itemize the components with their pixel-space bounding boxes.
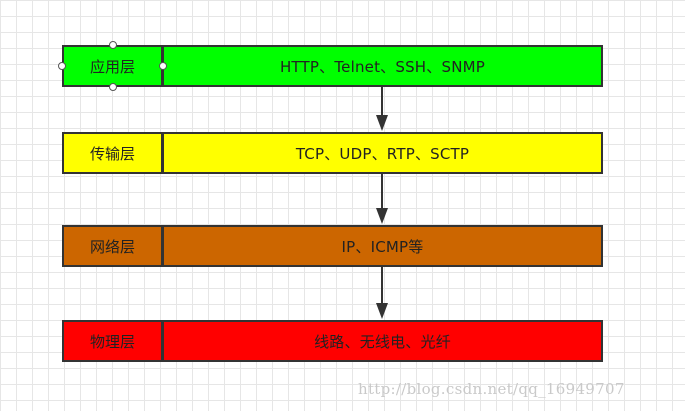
layer-protocols-network[interactable]: IP、ICMP等 xyxy=(162,225,603,267)
layer-name-transport[interactable]: 传输层 xyxy=(62,132,163,174)
watermark-text: http://blog.csdn.net/qq_16949707 xyxy=(358,380,625,398)
layer-name-application[interactable]: 应用层 xyxy=(62,45,163,87)
layer-protocols-physical[interactable]: 线路、无线电、光纤 xyxy=(162,320,603,362)
layer-name-physical[interactable]: 物理层 xyxy=(62,320,163,362)
selection-handle-left[interactable] xyxy=(58,62,66,70)
arrow-network-to-physical[interactable] xyxy=(376,267,388,319)
arrow-head xyxy=(376,208,388,224)
selection-handle-right[interactable] xyxy=(159,62,167,70)
selection-handle-top[interactable] xyxy=(109,41,117,49)
layer-protocols-transport[interactable]: TCP、UDP、RTP、SCTP xyxy=(162,132,603,174)
arrow-head xyxy=(376,115,388,131)
arrow-head xyxy=(376,303,388,319)
layer-protocols-application[interactable]: HTTP、Telnet、SSH、SNMP xyxy=(162,45,603,87)
arrow-application-to-transport[interactable] xyxy=(376,87,388,131)
layer-name-network[interactable]: 网络层 xyxy=(62,225,163,267)
arrow-transport-to-network[interactable] xyxy=(376,174,388,224)
selection-handle-bottom[interactable] xyxy=(109,83,117,91)
